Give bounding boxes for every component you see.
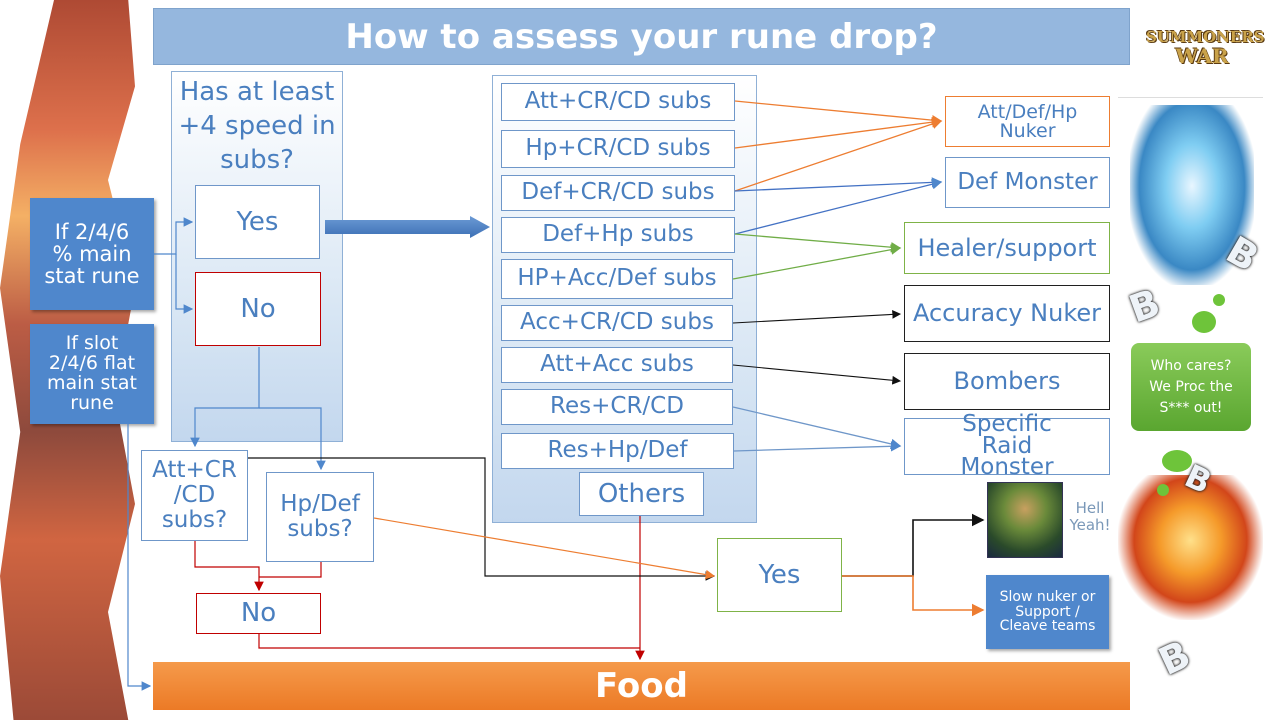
sub-combo-def-cr-cd: Def+CR/CD subs [501, 175, 735, 211]
speed-question-text: Has at least +4 speed in subs? [178, 77, 336, 175]
hp-def-question-box: Hp/Def subs? [266, 472, 374, 562]
thought-dot-2 [1192, 311, 1216, 333]
no-to-questions-connector [190, 347, 326, 471]
no-bottom-box: No [196, 593, 321, 634]
question-yes-to-center-connector [248, 457, 716, 581]
yes-center-box: Yes [717, 538, 842, 612]
sub-combo-att-acc: Att+Acc subs [501, 347, 733, 383]
outcome-healer-support: Healer/support [904, 222, 1110, 274]
speed-no-box: No [195, 272, 321, 346]
outcome-specific-raid-monster: Specific Raid Monster [904, 412, 1110, 479]
outcome-bombers: Bombers [904, 353, 1110, 410]
outcome-accuracy-nuker: Accuracy Nuker [904, 285, 1110, 342]
att-cr-cd-question-box: Att+CR /CD subs? [141, 450, 248, 541]
sub-combo-hp-cr-cd: Hp+CR/CD subs [501, 130, 735, 168]
yes-to-subs-arrow [325, 216, 490, 238]
outcome-att-def-hp-nuker: Att/Def/Hp Nuker [945, 96, 1110, 147]
who-cares-bubble: Who cares? We Proc the S*** out! [1131, 343, 1251, 431]
logo-line-2: WAR [1175, 44, 1229, 68]
monster-avatar [987, 482, 1063, 558]
sub-combo-def-hp: Def+Hp subs [501, 217, 735, 253]
logo-divider [1118, 97, 1263, 98]
speed-yes-box: Yes [195, 185, 320, 259]
food-bar: Food [153, 662, 1130, 710]
note-to-yes-no-connector [154, 217, 194, 314]
sub-combo-hp-acc-def: HP+Acc/Def subs [501, 259, 733, 299]
sub-combo-att-cr-cd: Att+CR/CD subs [501, 83, 735, 121]
flat-main-stat-note: If slot 2/4/6 flat main stat rune [30, 324, 154, 424]
thought-dot-3 [1162, 450, 1192, 472]
others-box: Others [579, 472, 704, 516]
subs-to-outcomes-connectors [732, 100, 943, 452]
ice-monster-art [1130, 105, 1254, 285]
hell-yeah-text: Hell Yeah! [1069, 499, 1111, 534]
slow-nuker-note: Slow nuker or Support / Cleave teams [986, 575, 1109, 649]
questions-to-no-connector [194, 541, 640, 649]
logo-line-1: SUMMONERS [1146, 28, 1265, 46]
phoenix-art [1118, 475, 1263, 620]
thought-dot-4 [1157, 484, 1169, 496]
page-title: How to assess your rune drop? [153, 8, 1130, 65]
percent-main-stat-note: If 2/4/6 % main stat rune [30, 198, 154, 310]
center-yes-to-outcomes-connector [842, 513, 985, 617]
flat-note-to-food-connector [127, 424, 152, 691]
outcome-def-monster: Def Monster [945, 157, 1110, 208]
thought-dot-1 [1213, 294, 1225, 306]
sub-combo-acc-cr-cd: Acc+CR/CD subs [501, 305, 733, 341]
sub-combo-res-hp-def: Res+Hp/Def [501, 433, 734, 469]
summoners-war-logo: SUMMONERS WAR [1146, 14, 1265, 78]
sub-combo-res-cr-cd: Res+CR/CD [501, 389, 733, 425]
